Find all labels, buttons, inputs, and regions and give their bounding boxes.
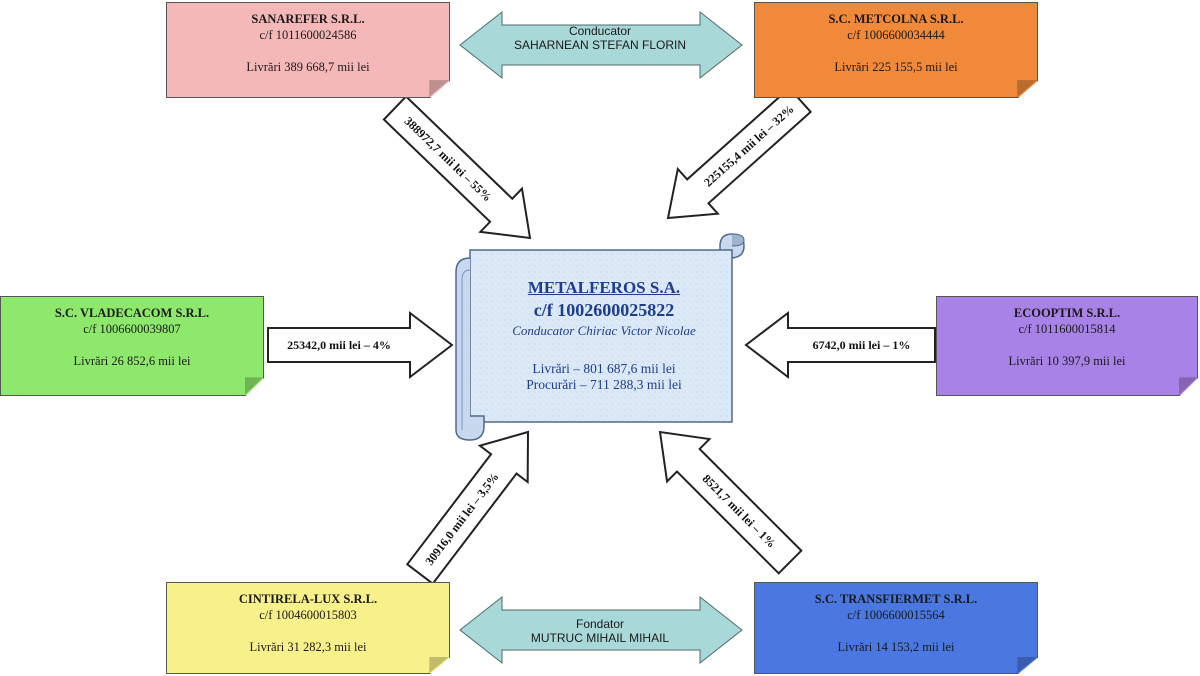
flow-arrow-shape (267, 310, 454, 380)
flow-label: 388972,7 mii lei – 55% (402, 114, 495, 204)
flow-arrow-shape (666, 86, 813, 220)
flow-arrow-shape (382, 95, 532, 240)
flow-arrow-transfiermet: 8521,7 mii lei – 1% (658, 430, 803, 575)
company-name: SANAREFER S.R.L. (251, 12, 365, 26)
link-bottom-label: Fondator MUTRUC MIHAIL MIHAIL (480, 617, 720, 645)
link-arrow-bottom (459, 595, 743, 665)
hub-name: METALFEROS S.A. (527, 278, 681, 297)
company-transfiermet: S.C. TRANSFIERMET S.R.L. c/f 10066000155… (754, 582, 1038, 674)
flow-label: 225155,4 mii lei – 32% (701, 102, 797, 190)
company-sanarefer: SANAREFER S.R.L. c/f 1011600024586 Livră… (166, 2, 450, 98)
link-top-person: SAHARNEAN STEFAN FLORIN (513, 38, 687, 52)
link-top-role: Conducator (568, 24, 632, 38)
flow-arrow-shape (744, 310, 936, 380)
company-metcolna: S.C. METCOLNA S.R.L. c/f 1006600034444 L… (754, 2, 1038, 98)
company-vladecacom: S.C. VLADECACOM S.R.L. c/f 1006600039807… (0, 296, 264, 396)
company-name: ECOOPTIM S.R.L. (1013, 306, 1121, 320)
company-code: c/f 1004600015803 (259, 608, 357, 622)
flow-label: 25342,0 mii lei – 4% (287, 338, 391, 352)
flow-arrow-vladecacom: 25342,0 mii lei – 4% (267, 310, 454, 380)
hub-leader: Conducator Chiriac Victor Nicolae (512, 323, 696, 338)
company-code: c/f 1011600015814 (1018, 322, 1116, 336)
company-name: CINTIRELA-LUX S.R.L. (238, 592, 378, 606)
link-bottom-person: MUTRUC MIHAIL MIHAIL (530, 631, 670, 645)
hub-purchases: Procurări – 711 288,3 mii lei (526, 377, 682, 392)
company-code: c/f 1006600034444 (847, 28, 945, 42)
link-arrow-top (459, 10, 743, 80)
flow-arrow-ecooptim: 6742,0 mii lei – 1% (744, 310, 936, 380)
company-code: c/f 1006600015564 (847, 608, 945, 622)
hub-scroll (455, 233, 745, 441)
link-top-label: Conducator SAHARNEAN STEFAN FLORIN (480, 24, 720, 52)
company-code: c/f 1011600024586 (259, 28, 357, 42)
flow-label: 6742,0 mii lei – 1% (813, 338, 911, 352)
company-ecooptim: ECOOPTIM S.R.L. c/f 1011600015814 Livrăr… (936, 296, 1198, 396)
company-code: c/f 1006600039807 (83, 322, 181, 336)
flow-label: 30916,0 mii lei – 3,5% (422, 470, 501, 568)
hub-text: METALFEROS S.A. c/f 1002600025822 Conduc… (470, 262, 738, 428)
flow-label: 8521,7 mii lei – 1% (700, 472, 779, 551)
link-bottom-role: Fondator (575, 617, 625, 631)
flow-arrow-cintirela: 30916,0 mii lei – 3,5% (405, 430, 530, 586)
company-deliveries: Livrări 389 668,7 mii lei (246, 60, 370, 74)
company-deliveries: Livrări 14 153,2 mii lei (837, 640, 955, 654)
flow-arrow-shape (658, 430, 803, 575)
company-deliveries: Livrări 31 282,3 mii lei (249, 640, 367, 654)
company-name: S.C. VLADECACOM S.R.L. (54, 306, 210, 320)
flow-arrow-shape (405, 430, 530, 586)
company-cintirela: CINTIRELA-LUX S.R.L. c/f 1004600015803 L… (166, 582, 450, 674)
company-name: S.C. METCOLNA S.R.L. (828, 12, 964, 26)
company-deliveries: Livrări 225 155,5 mii lei (834, 60, 958, 74)
company-deliveries: Livrări 26 852,6 mii lei (73, 354, 191, 368)
company-deliveries: Livrări 10 397,9 mii lei (1008, 354, 1126, 368)
company-name: S.C. TRANSFIERMET S.R.L. (814, 592, 978, 606)
flow-arrow-sanarefer: 388972,7 mii lei – 55% (382, 95, 532, 240)
hub-deliveries: Livrări – 801 687,6 mii lei (532, 361, 676, 376)
flow-arrow-metcolna: 225155,4 mii lei – 32% (666, 86, 813, 220)
hub-code: c/f 1002600025822 (533, 300, 675, 320)
